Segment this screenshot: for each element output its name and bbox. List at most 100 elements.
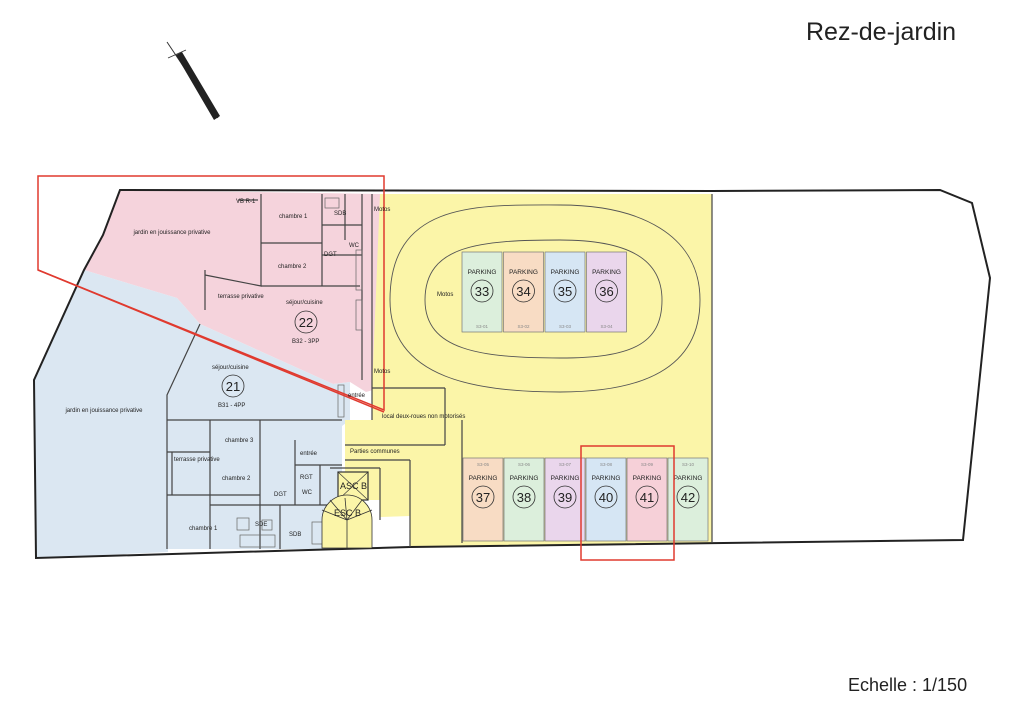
parking-number-badge <box>470 279 494 303</box>
lot-21-dgt-label: DGT <box>274 492 287 498</box>
parking-spot-bg <box>462 457 504 542</box>
parking-number-badge <box>635 485 659 509</box>
parking-spot-39: PARKING 39 S3-07 <box>544 457 586 542</box>
common-entry-label: entrée <box>348 393 366 399</box>
parking-number-badge <box>676 485 700 509</box>
parking-number: 36 <box>599 284 613 299</box>
parking-spot-bg <box>586 251 627 333</box>
parking-spot-38: PARKING 38 S3-06 <box>503 457 545 542</box>
lot-22-bathroom-label: SDB <box>334 211 346 217</box>
parking-code: S3-03 <box>559 324 572 329</box>
lot-21-number-badge <box>221 374 245 398</box>
lot-22-dgt-label: DGT <box>324 252 337 258</box>
parking-number: 41 <box>640 490 654 505</box>
common-walls <box>330 194 713 547</box>
lot-22-number-badge <box>294 310 318 334</box>
lot-22-bedroom2-label: chambre 2 <box>278 264 307 270</box>
parking-code: S3-01 <box>476 324 489 329</box>
parking-label: PARKING <box>592 269 621 276</box>
parking-code: S3-08 <box>600 462 613 467</box>
lot-21-bedroom1-label: chambre 1 <box>189 526 218 532</box>
staircase <box>321 494 373 549</box>
stairs-label: ESC B <box>334 508 361 518</box>
parking-number: 35 <box>558 284 572 299</box>
parking-label: PARKING <box>469 475 498 482</box>
north-arrow-icon <box>166 41 220 120</box>
common-parts-label: Parties communes <box>350 449 400 455</box>
parking-row-bottom: PARKING37S3-05PARKING38S3-06PARKING39S3-… <box>462 457 709 542</box>
parking-spot-40: PARKING 40 S3-08 <box>585 457 627 542</box>
parking-label: PARKING <box>551 475 580 482</box>
parking-label: PARKING <box>510 475 539 482</box>
parking-number-badge <box>595 279 618 303</box>
lot-22-terrace-label: terrasse privative <box>218 294 264 300</box>
motos-mid-label: Motos <box>374 369 390 375</box>
parking-code: S3-06 <box>518 462 531 467</box>
parking-number-badge <box>471 485 495 509</box>
lot-21-entry-label: entrée <box>300 451 318 457</box>
parking-code: S3-05 <box>477 462 490 467</box>
lot-22-area <box>84 190 380 392</box>
lot-22-bedroom1-label: chambre 1 <box>279 214 308 220</box>
parking-number: 34 <box>516 284 530 299</box>
parking-spot-bg <box>585 457 627 542</box>
parking-label: PARKING <box>592 475 621 482</box>
parking-spot-bg <box>626 457 668 542</box>
parking-code: S3-04 <box>600 324 613 329</box>
parking-spot-bg <box>503 251 544 333</box>
lot-22-walls <box>204 194 363 380</box>
parking-label: PARKING <box>551 269 580 276</box>
motos-left-label: Motos <box>437 292 453 298</box>
lot-21-sdb-label: SDB <box>289 532 301 538</box>
elevator-label: ASC B <box>340 481 367 491</box>
lot-22-garden-label: jardin en jouissance privative <box>132 230 211 236</box>
lot-21-living-label: séjour/cuisine <box>212 365 249 371</box>
parking-number-badge <box>594 485 618 509</box>
lot-21-bedroom2-label: chambre 2 <box>222 476 251 482</box>
page-title: Rez-de-jardin <box>806 18 957 46</box>
parking-spot-bg <box>544 457 586 542</box>
parking-code: S3-09 <box>641 462 654 467</box>
parking-number: 39 <box>558 490 572 505</box>
parking-spot-41: PARKING 41 S3-09 <box>626 457 668 542</box>
parking-number: 38 <box>517 490 531 505</box>
highlight-diagonal <box>37 269 385 413</box>
scale-label: Echelle : 1/150 <box>848 675 968 695</box>
lot-22-type-label: B32 - 3PP <box>292 339 319 345</box>
parking-spot-bg <box>503 457 545 542</box>
bike-room-label: local deux-roues non motorisés <box>382 414 465 420</box>
parking-code: S3-02 <box>517 324 530 329</box>
lot-21-area <box>34 270 350 558</box>
driveway-ring <box>389 204 701 393</box>
highlight-lot-outline <box>37 175 385 412</box>
parking-code: S3-10 <box>682 462 695 467</box>
lot-21-walls <box>166 323 342 549</box>
lot-21-wc-label: WC <box>302 490 313 496</box>
parking-code: S3-07 <box>559 462 572 467</box>
parking-spot-bg <box>461 251 503 333</box>
parking-label: PARKING <box>468 269 497 276</box>
parking-number: 33 <box>475 284 489 299</box>
parking-number: 40 <box>599 490 613 505</box>
lot-21-terrace-label: terrasse privative <box>174 457 220 463</box>
parking-label: PARKING <box>633 475 662 482</box>
lot-21-type-label: B31 - 4PP <box>218 403 245 409</box>
lot-21-garden-label: jardin en jouissance privative <box>64 408 143 414</box>
motos-top-label: Motos <box>374 207 390 213</box>
parking-number-badge <box>512 485 536 509</box>
parking-label: PARKING <box>674 475 703 482</box>
lot-22-number: 22 <box>299 315 313 330</box>
lot-21-sde-label: SDE <box>255 522 267 528</box>
highlight-parking-outline <box>580 445 675 561</box>
lot-22-living-label: séjour/cuisine <box>286 300 323 306</box>
parking-spot-bg <box>544 251 586 333</box>
parking-number-badge <box>512 279 535 303</box>
lot-22-vb-label: VB R-1 <box>236 199 256 205</box>
